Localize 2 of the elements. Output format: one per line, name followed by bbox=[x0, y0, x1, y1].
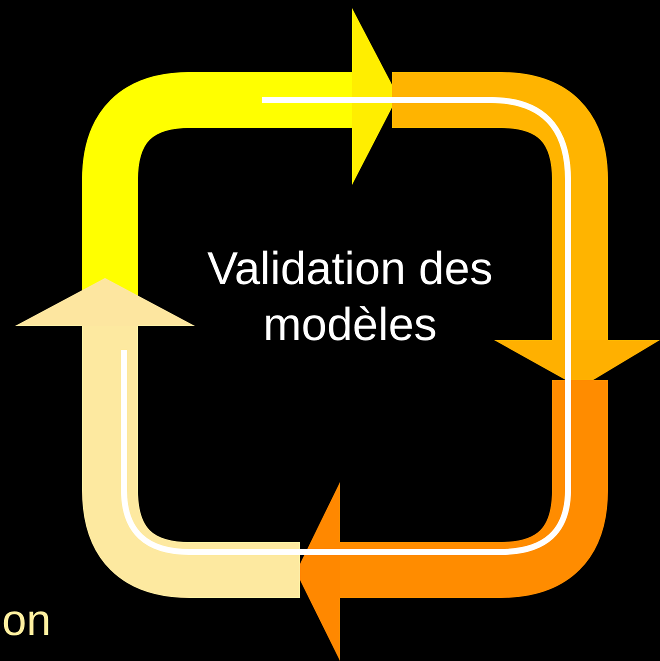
cycle-center-text: Validation des modèles bbox=[200, 240, 500, 352]
partial-text: on bbox=[2, 596, 51, 646]
